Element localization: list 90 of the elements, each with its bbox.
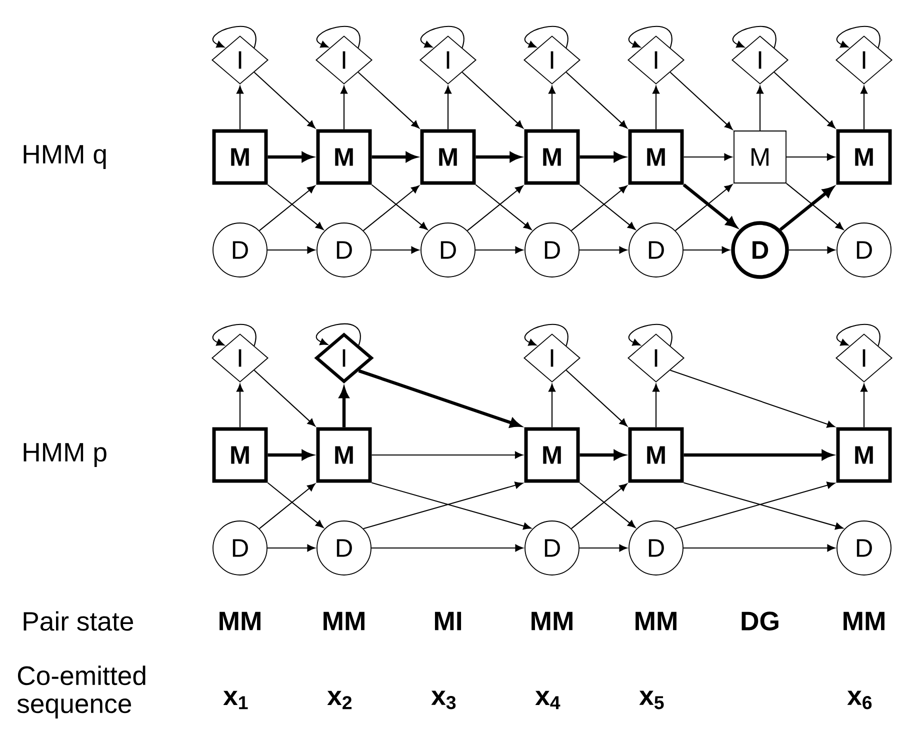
self-loop-arrow [212,26,256,48]
arrow [267,544,316,552]
arrow [756,86,764,131]
arrow [371,246,420,254]
arrow [372,451,523,459]
arrow [860,86,868,130]
pair-state-label: MM [324,612,364,630]
match-box: M [628,129,684,185]
arrow [371,544,524,552]
self-loop-arrow [836,324,880,346]
arrow [259,185,316,231]
arrow [860,384,868,428]
arrow [462,72,524,128]
match-box: M [734,130,786,184]
arrow [684,153,732,161]
arrow [475,184,532,230]
self-loop-arrow [316,26,360,48]
pair-state-label: MM [532,612,572,630]
arrow [788,246,836,254]
pair-state-label: MI [434,612,462,630]
self-loop-arrow [524,26,568,48]
arrow [254,370,316,426]
arrow [571,483,628,529]
row-label: Co-emitted sequence [17,666,146,718]
pair-state-label: DG [742,612,778,630]
arrow [254,72,316,128]
match-box: M [836,427,892,483]
sequence-symbol: x$_{1}$ [223,690,248,710]
arrow [652,384,660,428]
arrow [683,544,836,552]
self-loop-arrow [420,26,464,48]
arrow [340,86,348,130]
arrow [358,72,420,128]
pair-state-label: MM [220,612,260,630]
arrow [259,483,316,529]
arrow [236,384,244,428]
sequence-symbol: x$_{5}$ [639,690,664,710]
arrow [467,185,524,231]
arrow [267,482,324,528]
arrow [652,86,660,130]
match-box: M [628,427,684,483]
self-loop-arrow [316,323,361,346]
match-box: M [524,129,580,185]
model-label: HMM p [24,443,106,467]
arrow [475,246,524,254]
arrow [774,72,836,128]
arrow [683,246,730,254]
match-box: M [316,427,372,483]
arrow [579,482,636,528]
match-box: M [316,129,372,185]
match-box: M [420,129,476,185]
arrow [548,86,556,130]
model-label: HMM q [24,145,106,169]
sequence-symbol: x$_{3}$ [431,690,456,710]
arrow [779,186,834,231]
match-box: M [524,427,580,483]
arrow [682,184,737,228]
self-loop-arrow [732,26,776,48]
self-loop-arrow [524,324,568,346]
arrow [371,184,428,230]
arrow [579,544,628,552]
self-loop-arrow [836,26,880,48]
self-loop-arrow [628,26,672,48]
self-loop-arrow [628,324,672,346]
pair-state-label: MM [844,612,884,630]
arrow [548,384,556,428]
arrow [786,153,835,161]
arrow [444,86,452,130]
row-label: Pair state [24,611,134,631]
arrow [670,370,835,428]
arrow [571,185,628,231]
arrow [579,246,628,254]
sequence-symbol: x$_{6}$ [847,690,872,710]
arrow [670,72,733,130]
arrow [566,370,628,426]
arrow [786,183,844,230]
arrow [363,185,420,231]
arrow [579,184,636,230]
arrow [267,246,316,254]
pair-state-label: MM [636,612,676,630]
match-box: M [212,129,268,185]
match-box: M [836,129,892,185]
match-box: M [212,427,268,483]
sequence-symbol: x$_{2}$ [327,690,352,710]
arrow [236,86,244,130]
sequence-symbol: x$_{4}$ [535,690,560,710]
arrow [566,72,628,128]
self-loop-arrow [212,324,256,346]
arrow [675,184,733,231]
arrow [267,184,324,230]
